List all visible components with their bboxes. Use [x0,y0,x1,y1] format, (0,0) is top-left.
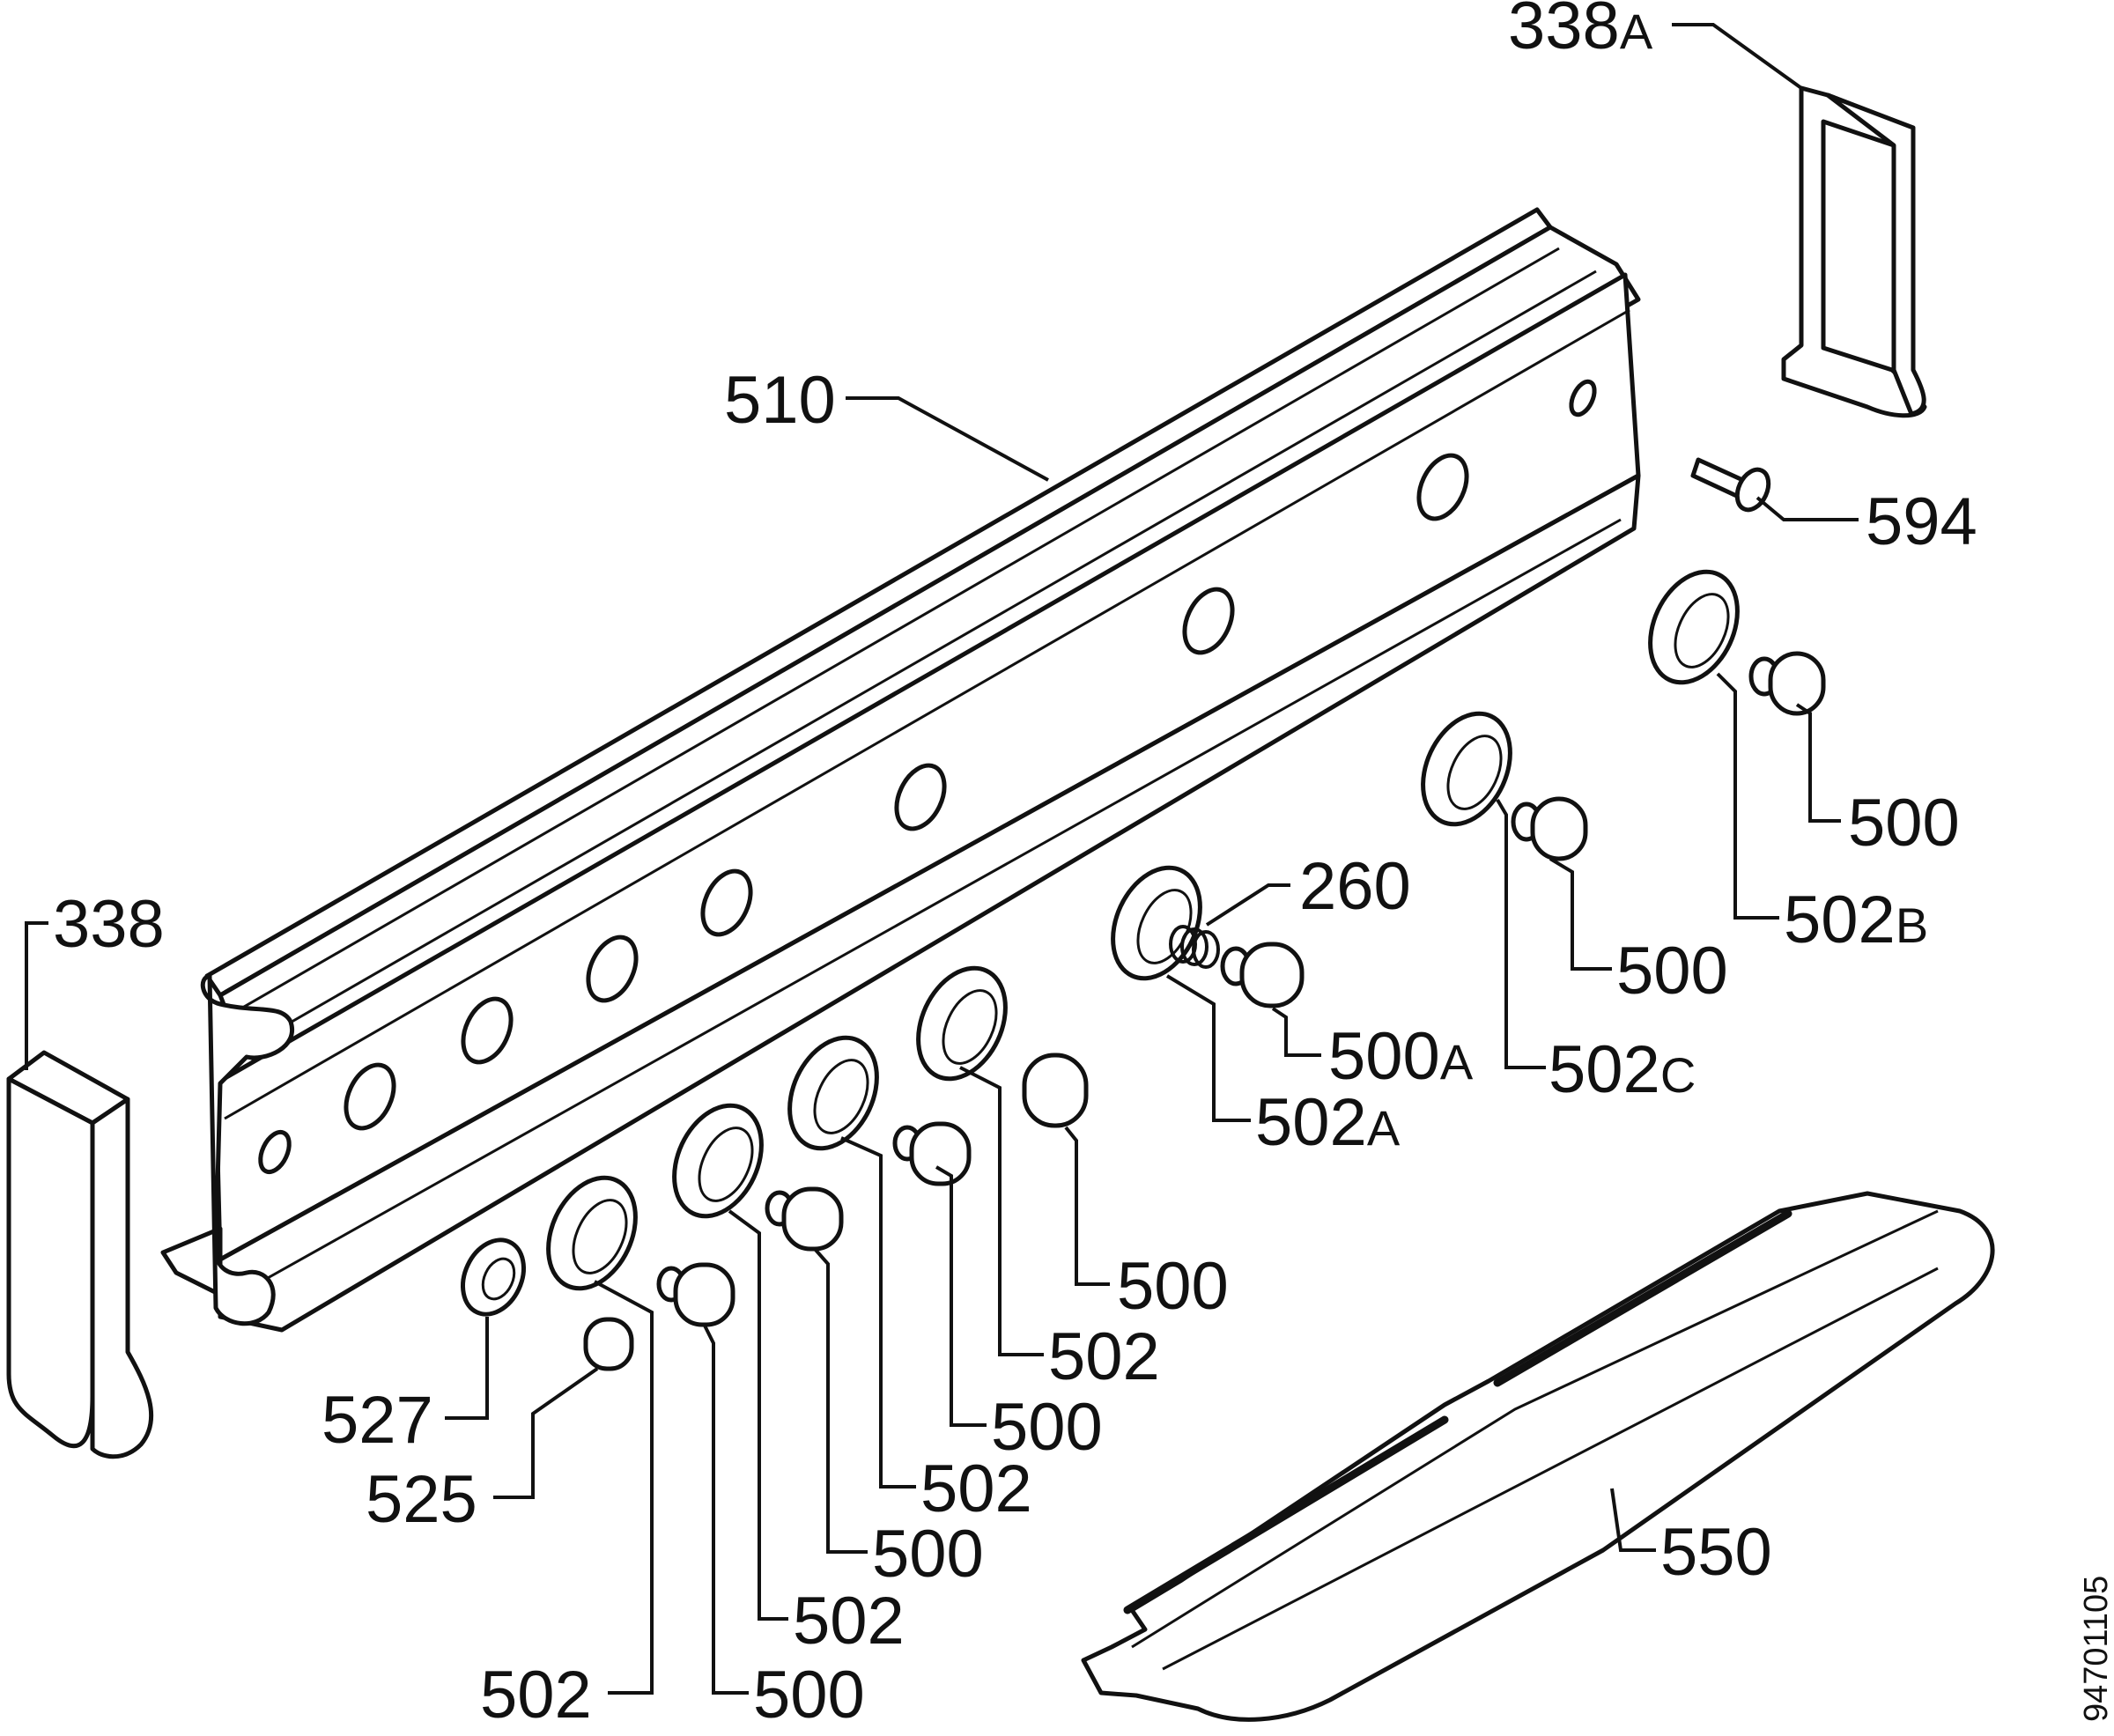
callout-338: 338 [53,887,165,962]
callout-502a: 502A [1255,1085,1401,1160]
trim-strip-550 [1081,1191,1995,1722]
callout-500-r2: 500 [1616,934,1728,1008]
end-cap-338 [6,1050,154,1459]
callout-510: 510 [724,363,836,438]
callout-500-m4: 500 [753,1658,865,1732]
ring-502-m1 [916,965,1008,1082]
knob-500a [1220,942,1305,1008]
ring-502-m4 [546,1175,638,1291]
rail-holes [258,379,1597,1175]
callout-500-m3: 500 [872,1517,984,1592]
knob-caps [656,651,1826,1327]
knob-500-m2 [892,1121,972,1186]
grommet-525 [583,1317,634,1371]
ring-502-m2 [787,1035,879,1151]
knob-500-r1 [1748,651,1826,716]
rail-510 [160,207,1641,1333]
ring-502-m3 [672,1103,764,1219]
callout-527: 527 [322,1383,433,1458]
spring-260 [1169,925,1220,969]
ring-502a [1111,865,1202,981]
bushing-rings [546,569,1740,1291]
knob-500-r2 [1511,796,1588,861]
knob-500-m1 [1022,1053,1089,1128]
callout-500-m1: 500 [1117,1249,1229,1324]
callout-500a: 500A [1328,1019,1474,1094]
callout-260: 260 [1299,849,1411,924]
drawing-number: 94701105 [2078,1576,2114,1722]
callout-502c: 502C [1549,1032,1696,1107]
knob-500-m3 [765,1186,844,1252]
callout-500-m2: 500 [991,1390,1103,1465]
screw-594 [1690,457,1771,513]
bracket-338a [1781,85,1927,418]
washer-527 [461,1237,526,1317]
callout-500-r1: 500 [1848,786,1960,861]
callout-502-m3: 502 [793,1584,905,1658]
ring-502c [1421,711,1512,827]
callout-502-m2: 502 [920,1452,1032,1526]
callout-502b: 502B [1784,883,1928,957]
callout-338a: 338A [1508,0,1653,63]
callout-525: 525 [366,1462,477,1537]
callout-550: 550 [1660,1515,1772,1590]
callout-502-m1: 502 [1048,1319,1160,1394]
callout-502-m4: 502 [480,1658,592,1732]
leader-lines [25,23,1859,1695]
knob-500-m4 [656,1262,735,1327]
callout-594: 594 [1866,484,1977,559]
callout-labels: 338A 510 594 500 502B 500 260 500A 502C … [53,0,1977,1732]
ring-502b [1648,569,1740,685]
